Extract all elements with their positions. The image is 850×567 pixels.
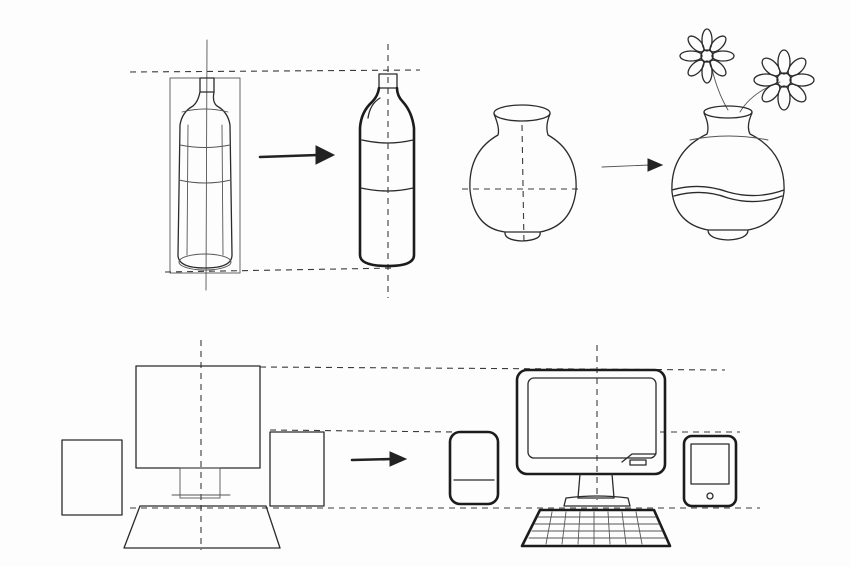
vase2-shoulder-detail [689,135,769,141]
bottle-construction [169,39,241,291]
bottle-finished-label-bottom [360,187,414,192]
vase2-water-line-2 [673,191,783,203]
bottle-outline [177,91,233,269]
phone-screen [690,443,730,485]
flower-stem-left [709,59,729,111]
vase2-foot [707,229,749,241]
bottle-center-axis [205,39,208,291]
bottle-finished [358,44,416,298]
bottle-bounding-box [169,77,241,274]
right-speaker-box [269,431,325,507]
arrow-computer [350,451,408,467]
vase2-rim [703,105,753,119]
bottle-label-top [179,144,231,148]
monitor-screen [527,377,657,459]
phone-device [682,434,738,508]
arrow-shaft [258,153,320,159]
vase-foot [504,231,541,242]
monitor-bezel-detail [621,453,657,463]
vase-with-flowers [671,28,815,241]
bottle-finished-label-top [361,139,414,144]
phone-home-button-icon [706,492,714,500]
monitor-foot [563,495,631,507]
top-guide-line [129,69,421,73]
power-button-icon [629,459,647,466]
vase-construction [462,104,578,246]
keyboard-box [123,505,281,549]
vase-center-axis [521,124,525,246]
arrow-shaft [350,457,394,462]
bottle-highlight-lines [186,124,224,256]
bottom-guide-line [164,267,396,273]
arrow-head-icon [389,451,408,467]
monitor-neck [577,473,615,499]
arrow-head-icon [647,158,664,172]
bottle-shoulder-line [181,108,229,113]
vase2-outline [671,112,785,231]
flower-right-icon [753,49,815,111]
bottle-finished-outline [358,86,416,268]
arrow-shaft [601,164,651,168]
arrow-head-icon [315,145,336,165]
monitor-frame [515,368,667,476]
monitor-box [135,365,261,469]
left-speaker-box [61,439,123,516]
bottle-base-ellipse [178,253,232,271]
arrow-bottle [258,145,336,165]
computer-finished [448,345,738,548]
flower-left-icon [679,28,735,84]
bottle-finished-neck-detail [367,97,381,119]
arrow-vase [601,158,664,172]
keyboard-keys-grid [528,511,666,545]
vase2-water-line-1 [671,185,785,197]
top-row-guides [129,69,421,273]
bottle-label-bottom [178,179,232,184]
vase-outline [469,113,577,233]
speaker-left [448,430,500,506]
monitor-stand-box [179,467,221,499]
speaker-top-guide [269,429,456,433]
vase-rim [493,104,551,122]
computer-construction [61,340,325,550]
keyboard [520,508,672,548]
